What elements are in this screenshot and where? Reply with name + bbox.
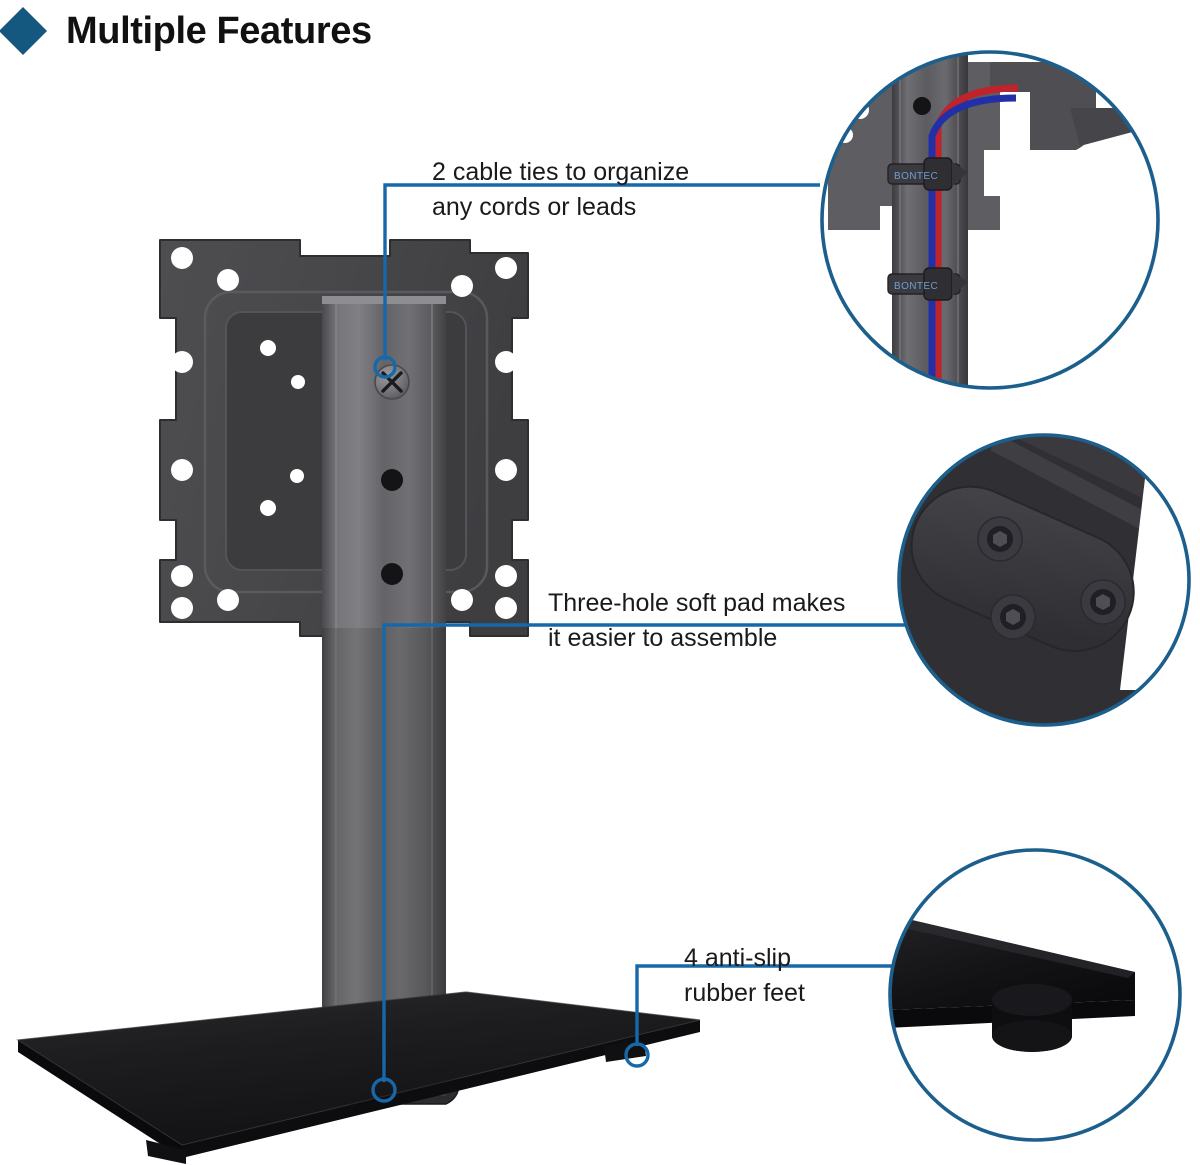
callout-soft-pad-line1: Three-hole soft pad makes (548, 589, 846, 617)
blue-cable (928, 94, 1017, 388)
hex-screw (977, 516, 1023, 562)
pole-hole-upper (381, 469, 403, 491)
callout-soft-pad-line2: it easier to assemble (548, 623, 778, 652)
leader-line-rubber-feet (624, 964, 898, 1068)
callout-rubber-feet: 4 anti-slip rubber feet (684, 941, 805, 1010)
pole-hole-lower (381, 563, 403, 585)
cable-tie-strap: BONTEC (887, 157, 968, 191)
callout-cable-ties-line2: any cords or leads (432, 192, 637, 221)
page-header: Multiple Features (0, 0, 560, 62)
svg-text:BONTEC: BONTEC (894, 281, 938, 292)
callout-rubber-feet-line1: 4 anti-slip (684, 944, 791, 972)
rubber-foot (146, 1140, 186, 1164)
hex-screw (1080, 579, 1126, 625)
hex-screw-group (977, 516, 1126, 640)
callout-cable-ties-line1: 2 cable ties to organize (432, 158, 690, 186)
leader-line-cable-ties (373, 183, 820, 379)
page-title: Multiple Features (66, 10, 372, 52)
leader-line-soft-pad (371, 623, 905, 1103)
base-plate-top (18, 992, 700, 1145)
base-plate (16, 991, 701, 1164)
callout-cable-ties: 2 cable ties to organize any cords or le… (432, 155, 689, 224)
hex-screw (990, 594, 1036, 640)
cylindrical-rubber-foot (992, 984, 1072, 1052)
rubber-foot-detail-circle (888, 848, 1182, 1142)
callout-rubber-feet-line2: rubber feet (684, 978, 805, 1007)
cable-tie-strap: BONTEC (887, 267, 968, 301)
callout-soft-pad: Three-hole soft pad makes it easier to a… (548, 586, 845, 655)
phillips-screw (374, 364, 410, 400)
soft-pad-detail-circle (897, 433, 1191, 727)
vesa-hole-group (171, 247, 517, 619)
svg-text:BONTEC: BONTEC (894, 171, 938, 182)
cable-tie-detail-circle: BONTEC BONTEC (820, 50, 1160, 390)
base-plate-corner (890, 914, 1135, 1010)
